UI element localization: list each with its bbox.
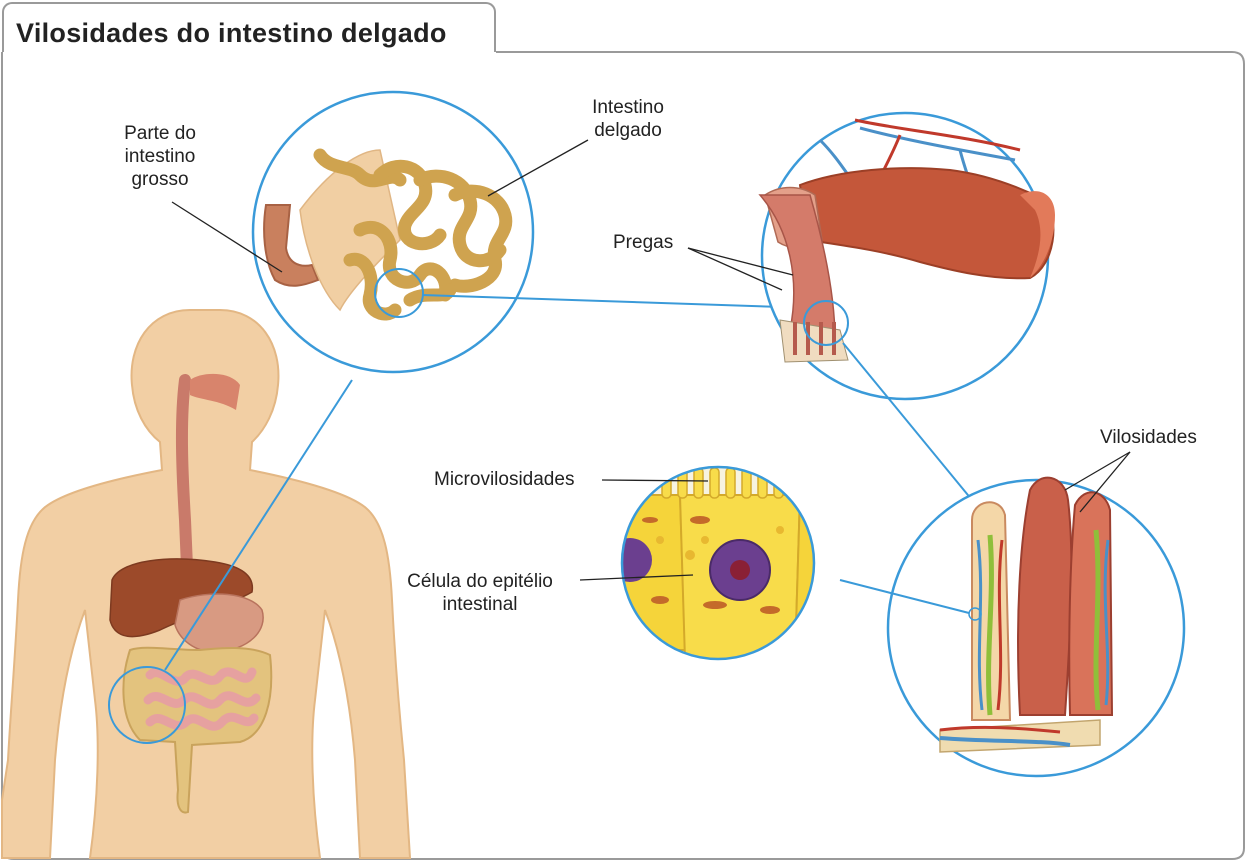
human-body-figure bbox=[1, 309, 412, 859]
cells-callout bbox=[620, 465, 816, 661]
label-large-intestine-line1: Parte do bbox=[124, 123, 196, 144]
title-tab: Vilosidades do intestino delgado bbox=[2, 2, 496, 52]
label-folds: Pregas bbox=[613, 232, 674, 253]
leader-lines bbox=[171, 139, 1131, 581]
label-small-intestine-line2: delgado bbox=[594, 120, 662, 141]
connector-villi-to-cells bbox=[839, 579, 970, 614]
label-epithelial-line2: intestinal bbox=[442, 594, 518, 615]
connector-folds-to-villi bbox=[842, 342, 973, 501]
folds-callout bbox=[758, 111, 1055, 401]
label-small-intestine: Intestino delgado bbox=[578, 96, 678, 142]
label-large-intestine-line2: intestino bbox=[124, 146, 196, 167]
villi-callout bbox=[886, 476, 1186, 778]
intestine-callout bbox=[251, 90, 535, 374]
label-epithelial-line1: Célula do epitélio bbox=[407, 571, 553, 592]
connector-intestine-to-folds bbox=[421, 294, 783, 308]
label-small-intestine-line1: Intestino bbox=[592, 97, 664, 118]
label-large-intestine-part: Parte do intestino grosso bbox=[110, 122, 210, 191]
label-epithelial-cell: Célula do epitélio intestinal bbox=[395, 570, 565, 616]
diagram-title: Vilosidades do intestino delgado bbox=[16, 18, 447, 48]
label-large-intestine-line3: grosso bbox=[131, 169, 189, 190]
label-microvilli: Microvilosidades bbox=[434, 469, 575, 490]
connector-body-to-intestine bbox=[164, 379, 353, 671]
label-villi: Vilosidades bbox=[1100, 427, 1197, 448]
